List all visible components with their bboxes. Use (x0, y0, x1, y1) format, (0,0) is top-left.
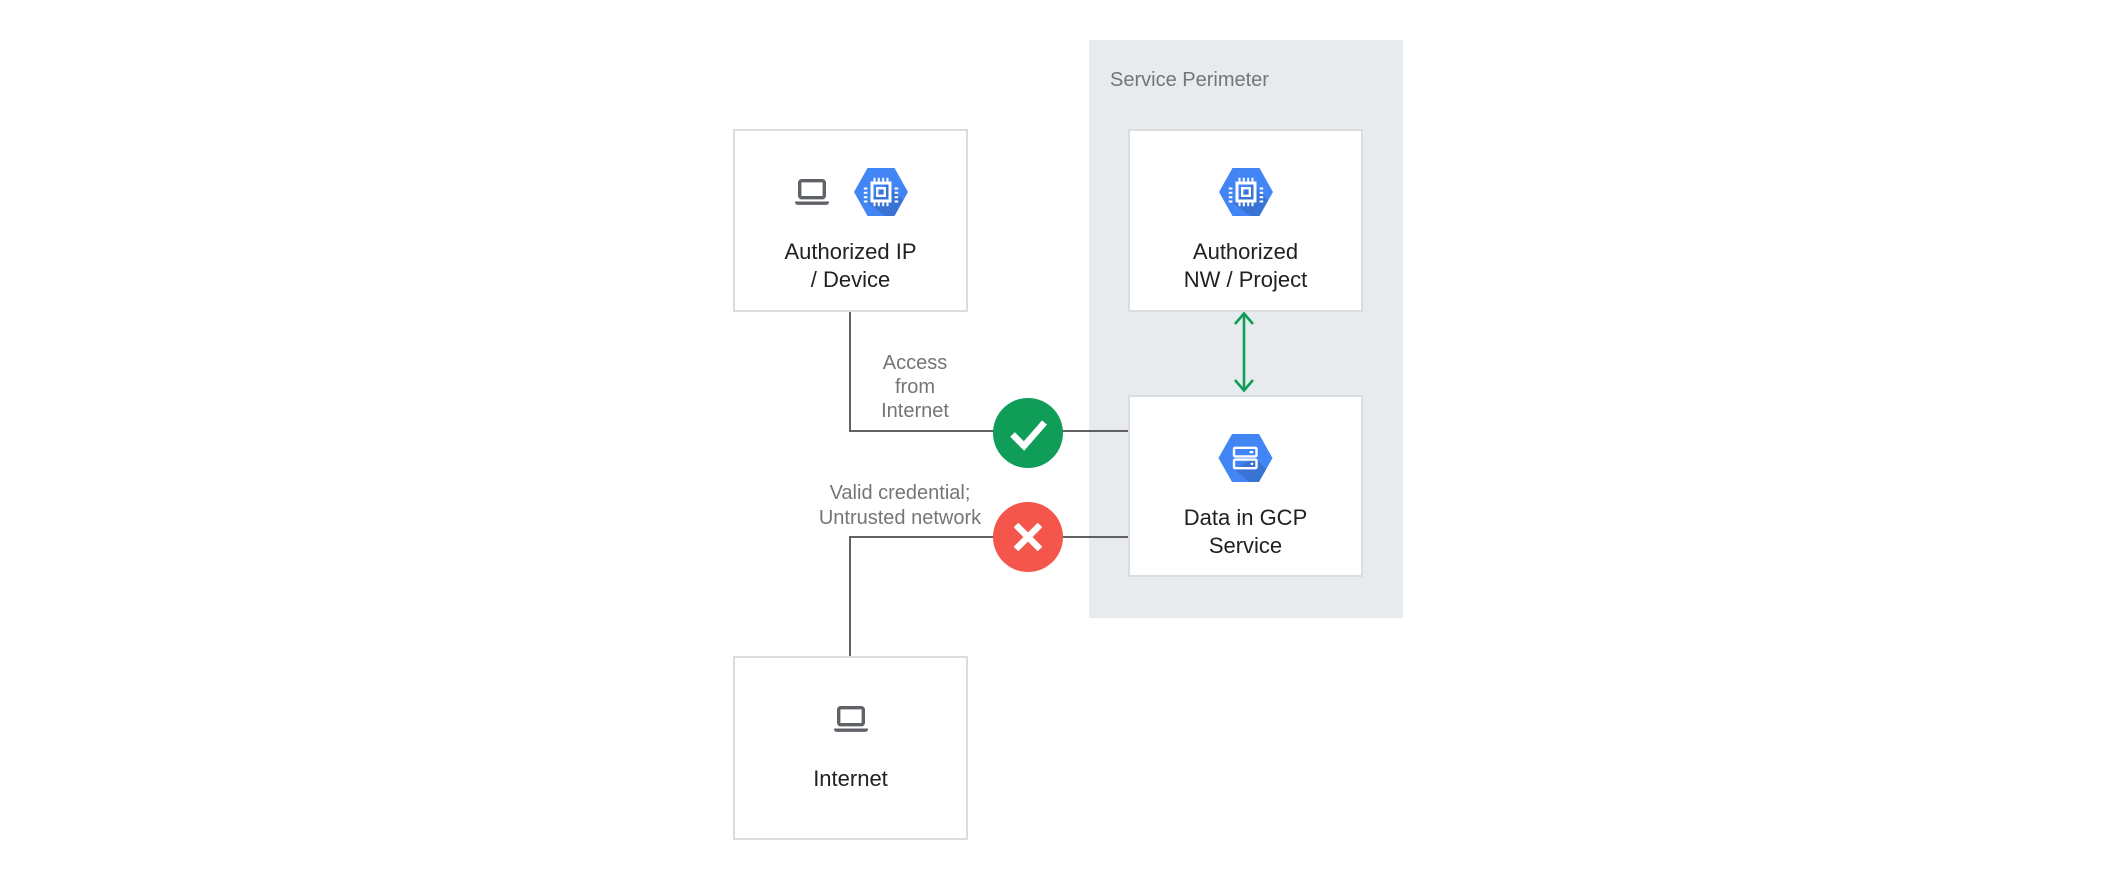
connector-access-horizontal (849, 430, 1130, 432)
laptop-icon (793, 177, 831, 207)
edge-label-line2: Untrusted network (818, 507, 982, 529)
edge-label-line1: Access (882, 352, 948, 374)
connector-internet-up (849, 536, 851, 657)
x-icon (993, 502, 1063, 572)
double-arrow-icon (1231, 310, 1257, 394)
node-label: Data in GCP Service (1184, 504, 1308, 560)
node-label-line1: Data in GCP (1183, 505, 1308, 530)
status-allowed-badge (993, 398, 1063, 468)
edge-label-line2: from (895, 376, 935, 398)
node-internet: Internet (733, 656, 968, 840)
status-denied-badge (993, 502, 1063, 572)
compute-engine-hexagon-icon (1218, 167, 1274, 217)
connector-authorized-ip-down (849, 312, 851, 432)
node-label: Authorized NW / Project (1184, 238, 1307, 294)
edge-label-access-from-internet: Access from Internet (845, 351, 985, 423)
node-authorized-nw-project: Authorized NW / Project (1128, 129, 1363, 312)
node-label-line2: Service (1208, 533, 1283, 558)
node-icon-row (1217, 433, 1274, 483)
check-icon (993, 398, 1063, 468)
connector-untrusted-horizontal (849, 536, 1130, 538)
node-label-line1: Authorized (1192, 239, 1299, 264)
node-label-line1: Internet (813, 766, 888, 791)
node-authorized-ip-device: Authorized IP / Device (733, 129, 968, 312)
node-data-in-gcp-service: Data in GCP Service (1128, 395, 1363, 577)
service-perimeter-label: Service Perimeter (1110, 69, 1269, 91)
node-label-line2: NW / Project (1183, 267, 1308, 292)
node-icon-row (1218, 167, 1274, 217)
compute-engine-hexagon-icon (853, 167, 909, 217)
edge-label-line3: Internet (881, 400, 949, 422)
node-label: Internet (813, 765, 888, 793)
node-label: Authorized IP / Device (784, 238, 916, 294)
edge-label-line1: Valid credential; (829, 482, 971, 504)
laptop-icon (832, 704, 870, 734)
node-label-line2: / Device (810, 267, 891, 292)
node-label-line1: Authorized IP (784, 239, 917, 264)
node-icon-row (793, 167, 909, 217)
edge-label-valid-credential-untrusted-network: Valid credential; Untrusted network (790, 481, 1010, 531)
storage-hexagon-icon (1217, 433, 1274, 483)
node-icon-row (832, 694, 870, 744)
